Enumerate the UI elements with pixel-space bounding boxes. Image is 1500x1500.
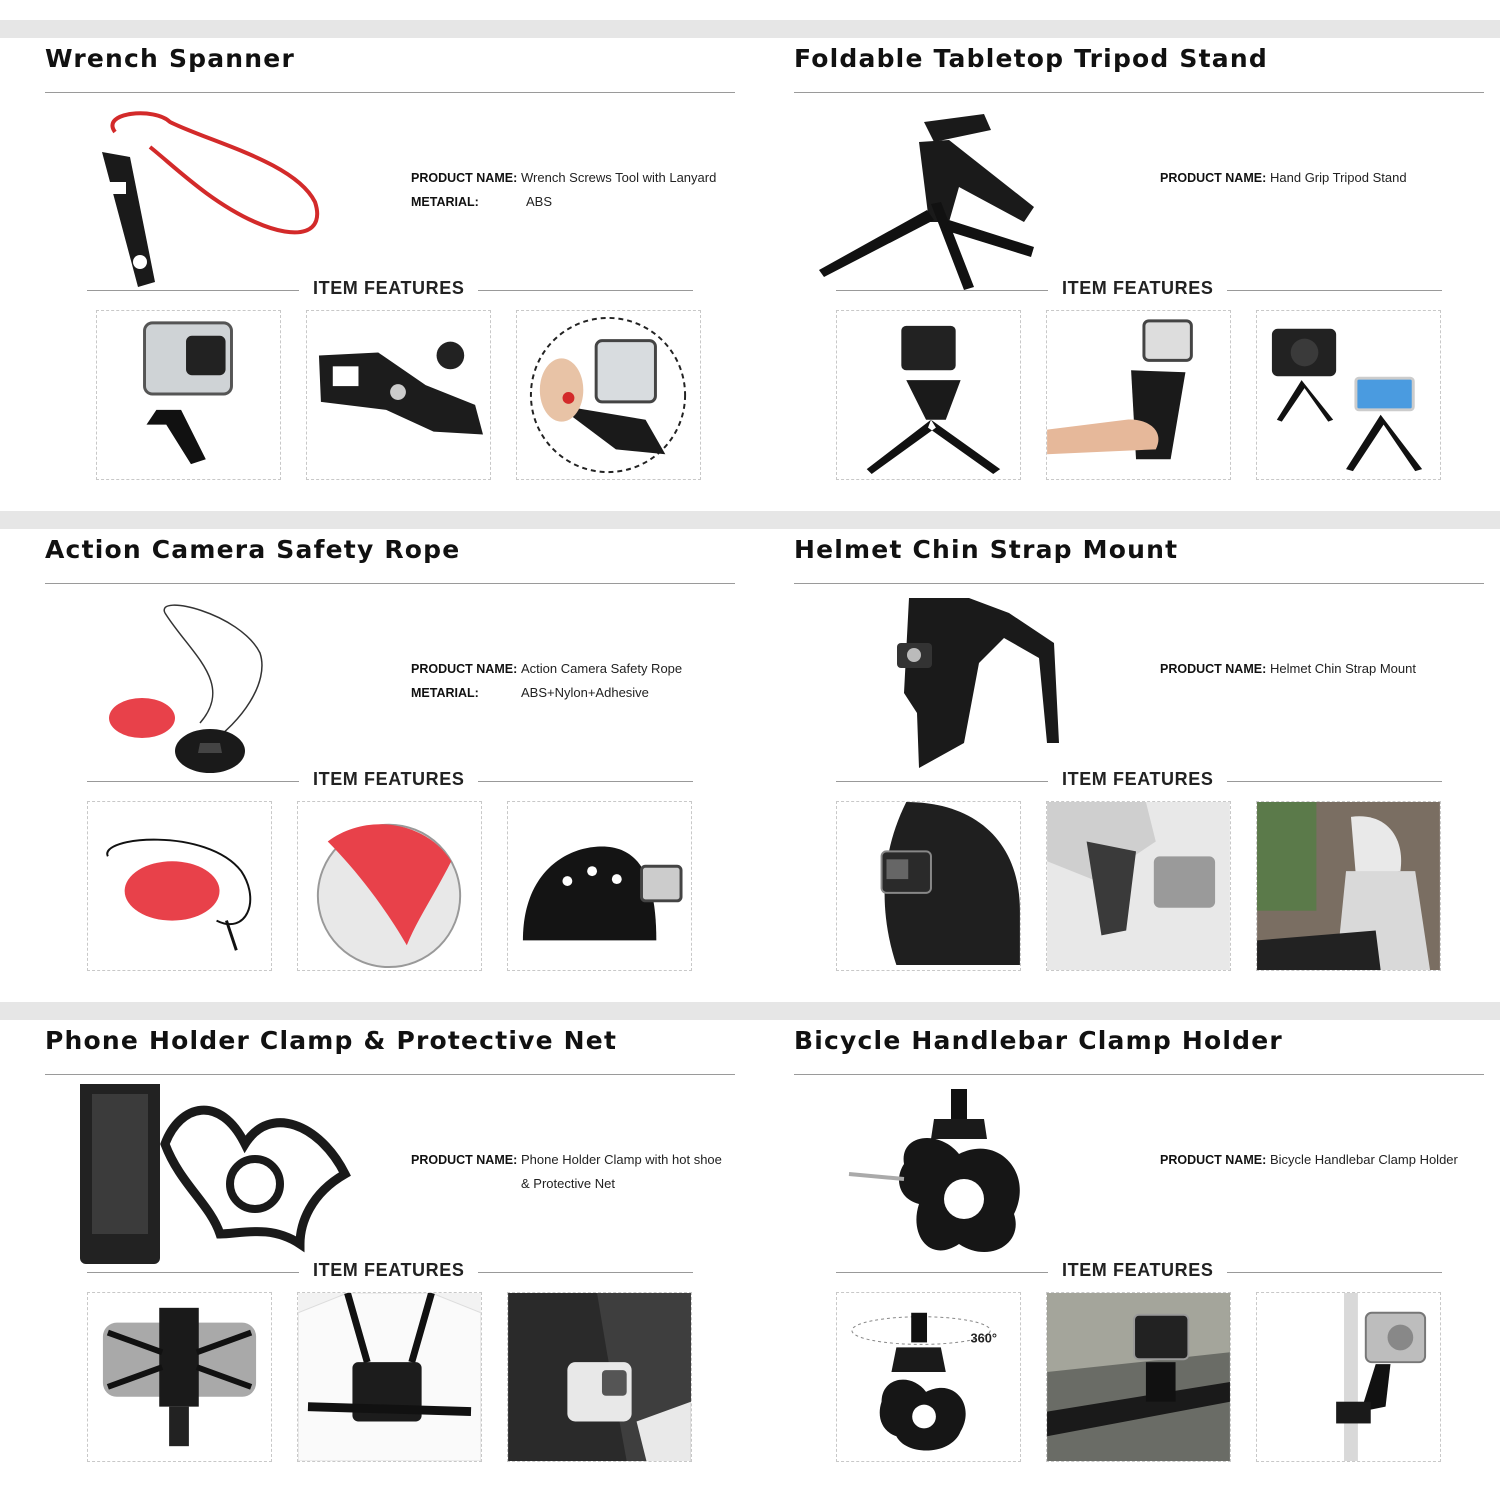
section-title: Phone Holder Clamp & Protective Net xyxy=(45,1026,618,1055)
features-divider-right xyxy=(1227,1272,1442,1273)
section-title: Foldable Tabletop Tripod Stand xyxy=(794,44,1268,73)
material-value: ABS+Nylon+Adhesive xyxy=(521,685,649,700)
item-features-heading: ITEM FEATURES xyxy=(313,278,465,298)
feature-image xyxy=(1046,801,1231,971)
section-safety-rope: Action Camera Safety Rope PRODUCT NAME:A… xyxy=(0,531,750,1003)
section-title: Helmet Chin Strap Mount xyxy=(794,535,1179,564)
feature-image xyxy=(306,310,491,480)
product-name-value: Action Camera Safety Rope xyxy=(521,661,683,676)
feature-image xyxy=(836,801,1021,971)
section-tabletop-tripod: Foldable Tabletop Tripod Stand PRODUCT N… xyxy=(749,40,1499,512)
feature-image xyxy=(836,310,1021,480)
features-divider-left xyxy=(87,290,299,291)
section-title: Bicycle Handlebar Clamp Holder xyxy=(794,1026,1283,1055)
item-features-heading: ITEM FEATURES xyxy=(313,769,465,789)
material-label: METARIAL: xyxy=(411,686,479,700)
section-title: Action Camera Safety Rope xyxy=(45,535,461,564)
section-band-3 xyxy=(0,1002,1500,1020)
feature-image xyxy=(507,1292,692,1462)
product-name-value: Helmet Chin Strap Mount xyxy=(1270,661,1416,676)
product-name-label: PRODUCT NAME: xyxy=(411,171,518,185)
product-image-chin-mount xyxy=(809,593,1109,783)
features-divider-right xyxy=(1227,290,1442,291)
section-wrench-spanner: Wrench Spanner PRODUCT NAME:Wrench Screw… xyxy=(0,40,750,512)
feature-image xyxy=(1046,1292,1231,1462)
product-image-phone-clamp xyxy=(60,1084,360,1274)
features-divider-right xyxy=(478,290,693,291)
product-name-value: Hand Grip Tripod Stand xyxy=(1270,170,1407,185)
feature-image xyxy=(1256,1292,1441,1462)
section-band-2 xyxy=(0,511,1500,529)
product-name-label: PRODUCT NAME: xyxy=(1160,171,1267,185)
product-name-label: PRODUCT NAME: xyxy=(1160,662,1267,676)
feature-image xyxy=(96,310,281,480)
item-features-heading: ITEM FEATURES xyxy=(1062,1260,1214,1280)
features-divider-left xyxy=(836,781,1048,782)
rotation-label: 360° xyxy=(971,1330,998,1345)
product-name-value: Wrench Screws Tool with Lanyard xyxy=(521,170,717,185)
product-name-label: PRODUCT NAME: xyxy=(1160,1153,1267,1167)
title-underline xyxy=(45,583,735,584)
features-divider-left xyxy=(836,290,1048,291)
feature-image xyxy=(297,1292,482,1462)
feature-image xyxy=(87,801,272,971)
product-name-label: PRODUCT NAME: xyxy=(411,662,518,676)
product-image-handlebar-clamp xyxy=(809,1084,1109,1274)
product-image-tripod xyxy=(809,102,1109,292)
features-divider-left xyxy=(87,781,299,782)
item-features-heading: ITEM FEATURES xyxy=(313,1260,465,1280)
section-band-1 xyxy=(0,20,1500,38)
section-title: Wrench Spanner xyxy=(45,44,295,73)
item-features-heading: ITEM FEATURES xyxy=(1062,278,1214,298)
product-info: PRODUCT NAME:Wrench Screws Tool with Lan… xyxy=(411,170,741,218)
product-image-wrench xyxy=(60,102,360,292)
features-divider-left xyxy=(87,1272,299,1273)
section-phone-holder-clamp: Phone Holder Clamp & Protective Net PROD… xyxy=(0,1022,750,1494)
feature-image xyxy=(1256,801,1441,971)
product-info: PRODUCT NAME:Bicycle Handlebar Clamp Hol… xyxy=(1160,1152,1485,1176)
title-underline xyxy=(794,583,1484,584)
product-name-value-line-2: & Protective Net xyxy=(521,1176,615,1191)
features-divider-right xyxy=(478,1272,693,1273)
material-value: ABS xyxy=(526,194,553,209)
feature-image xyxy=(1256,310,1441,480)
product-info: PRODUCT NAME:Helmet Chin Strap Mount xyxy=(1160,661,1485,685)
feature-image xyxy=(1046,310,1231,480)
feature-image xyxy=(87,1292,272,1462)
feature-image xyxy=(297,801,482,971)
product-name-value: Phone Holder Clamp with hot shoe xyxy=(521,1152,722,1167)
product-image-safety-rope xyxy=(60,593,360,783)
features-divider-right xyxy=(478,781,693,782)
product-name-label: PRODUCT NAME: xyxy=(411,1153,518,1167)
title-underline xyxy=(45,92,735,93)
product-info: PRODUCT NAME:Action Camera Safety Rope M… xyxy=(411,661,736,709)
features-divider-left xyxy=(836,1272,1048,1273)
material-label: METARIAL: xyxy=(411,195,479,209)
title-underline xyxy=(794,1074,1484,1075)
product-info: PRODUCT NAME:Hand Grip Tripod Stand xyxy=(1160,170,1485,194)
section-bicycle-handlebar-clamp: Bicycle Handlebar Clamp Holder PRODUCT N… xyxy=(749,1022,1499,1494)
product-name-value: Bicycle Handlebar Clamp Holder xyxy=(1270,1152,1458,1167)
item-features-heading: ITEM FEATURES xyxy=(1062,769,1214,789)
feature-image xyxy=(507,801,692,971)
feature-image xyxy=(516,310,701,480)
product-info: PRODUCT NAME:Phone Holder Clamp with hot… xyxy=(411,1152,736,1200)
title-underline xyxy=(45,1074,735,1075)
feature-image: 360° xyxy=(836,1292,1021,1462)
title-underline xyxy=(794,92,1484,93)
features-divider-right xyxy=(1227,781,1442,782)
section-helmet-chin-strap: Helmet Chin Strap Mount PRODUCT NAME:Hel… xyxy=(749,531,1499,1003)
